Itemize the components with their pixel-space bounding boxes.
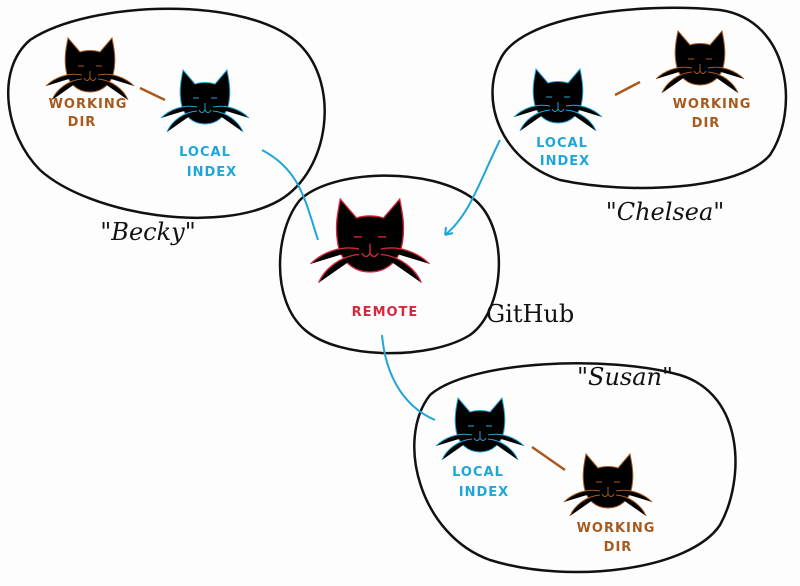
chelsea-local-label-1: LOCAL — [536, 136, 588, 151]
remote-boundary — [278, 174, 500, 355]
susan-local-label-1: LOCAL — [452, 465, 504, 480]
susan-boundary — [413, 362, 737, 574]
susan-name: "Susan" — [577, 363, 673, 391]
becky-boundary — [7, 7, 326, 220]
chelsea-working-label-2: DIR — [692, 116, 721, 131]
chelsea-boundary — [491, 6, 788, 190]
becky-working-label-1: WORKING — [49, 97, 128, 112]
becky-local-label-2: INDEX — [187, 165, 237, 180]
chelsea-working-label-1: WORKING — [673, 97, 752, 112]
susan-working-label-1: WORKING — [577, 521, 656, 536]
susan-working-label-2: DIR — [604, 540, 633, 555]
chelsea-name: "Chelsea" — [606, 198, 725, 226]
remote-host-label: GitHub — [486, 300, 574, 328]
becky-name: "Becky" — [100, 218, 195, 246]
becky-local-to-remote-line — [261, 149, 319, 241]
cat-icon — [160, 69, 250, 133]
remote-to-susan-local-line — [381, 334, 436, 421]
remote-label: REMOTE — [352, 305, 419, 320]
chelsea-local-label-2: INDEX — [540, 154, 590, 169]
susan-local-to-working-line — [531, 445, 566, 472]
becky-local-label-1: LOCAL — [179, 145, 231, 160]
becky-working-label-2: DIR — [68, 115, 97, 130]
becky-working-to-local-line — [139, 86, 166, 102]
chelsea-local-to-remote-line — [444, 139, 501, 236]
cat-icon — [655, 30, 745, 94]
cat-icon — [309, 198, 431, 284]
chelsea-local-to-working-line — [614, 80, 641, 97]
cat-icon — [563, 453, 653, 517]
susan-local-label-2: INDEX — [459, 485, 509, 500]
cat-icon — [513, 68, 603, 132]
cat-icon — [45, 37, 135, 101]
cat-icon — [435, 397, 525, 461]
